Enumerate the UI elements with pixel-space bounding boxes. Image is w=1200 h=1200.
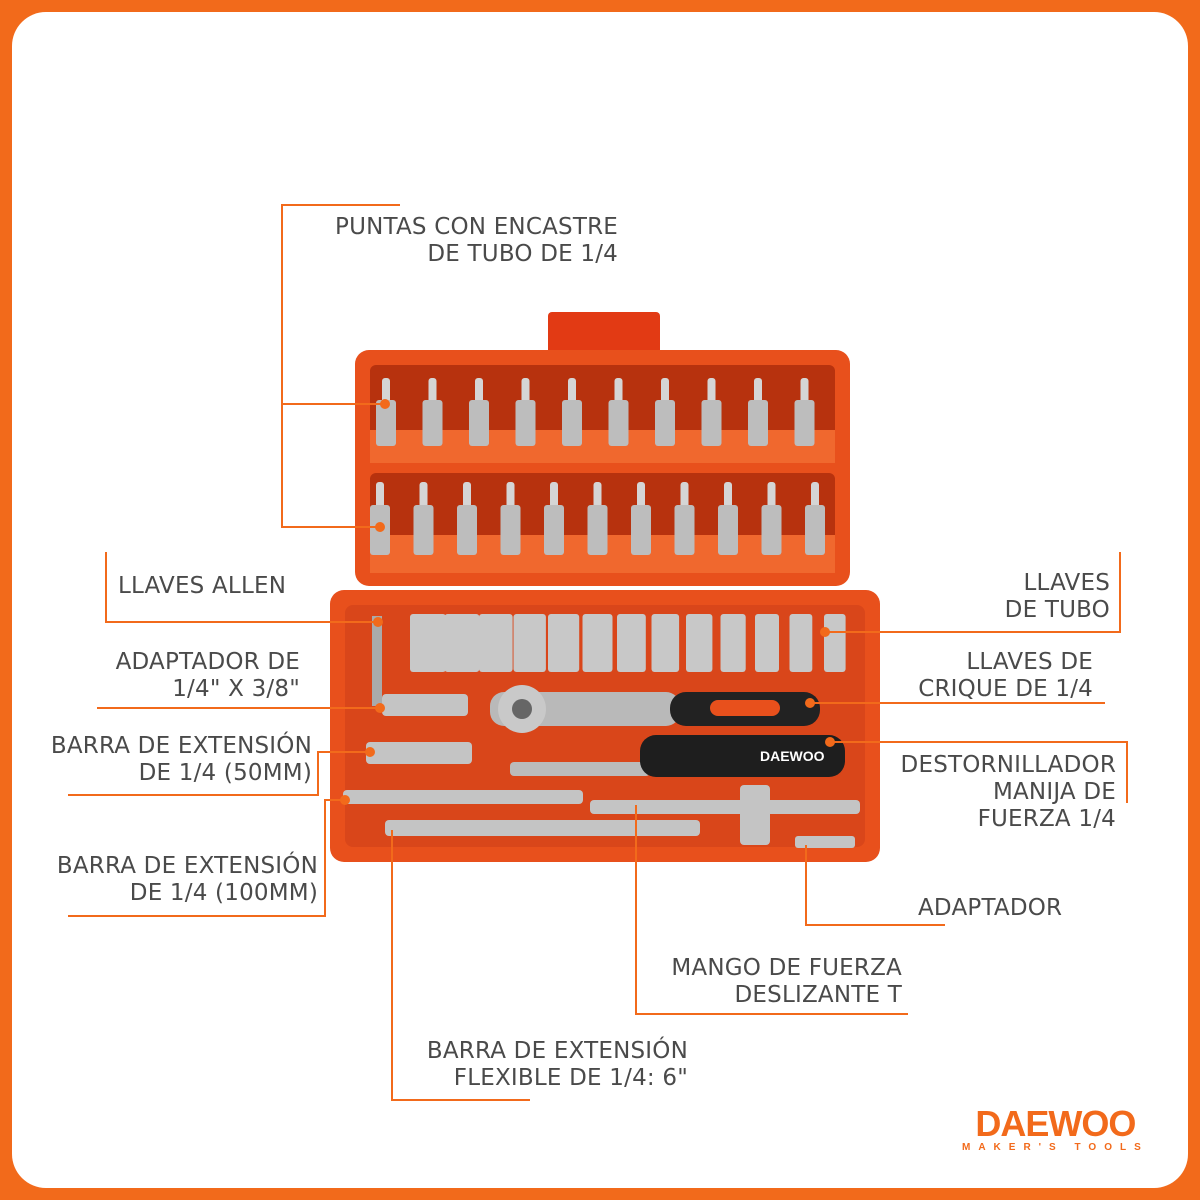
label-line: DE TUBO DE 1/4 [427, 241, 618, 267]
label-line: ADAPTADOR [918, 895, 1063, 921]
bit-socket [608, 400, 629, 446]
sockets-row [410, 614, 846, 672]
handle-brand-text: DAEWOO [760, 748, 825, 764]
bit-socket [701, 400, 722, 446]
socket [789, 614, 813, 672]
label-line: LLAVES DE [966, 649, 1093, 675]
bit-socket [805, 505, 825, 555]
bit-socket [544, 505, 564, 555]
socket [444, 614, 480, 672]
label-line: LLAVES [1023, 570, 1110, 596]
bit-tip [811, 482, 819, 512]
label-line: DE 1/4 (100MM) [129, 880, 318, 906]
label-line: MANGO DE FUERZA [671, 955, 902, 981]
bit-socket [457, 505, 477, 555]
label-line: PUNTAS CON ENCASTRE [335, 214, 618, 240]
bit-tip [593, 482, 602, 512]
label-line: MANIJA DE [992, 779, 1116, 805]
label-line: LLAVES ALLEN [118, 573, 287, 599]
bits-row-top [376, 378, 815, 446]
label-line: ADAPTADOR DE [115, 649, 300, 675]
label-llaves-allen: LLAVES ALLEN [118, 573, 286, 600]
bit-socket [562, 400, 582, 446]
bit-tip [637, 482, 645, 512]
label-line: BARRA DE EXTENSIÓN [50, 733, 312, 759]
label-line: FUERZA 1/4 [977, 806, 1116, 832]
bit-socket [413, 505, 434, 555]
bit-socket [748, 400, 768, 446]
bit-tip [767, 482, 776, 512]
bit-socket [469, 400, 489, 446]
daewoo-logo: DAEWOO MAKER'S TOOLS [962, 1103, 1149, 1154]
bit-socket [718, 505, 738, 555]
socket [651, 614, 680, 672]
screwdriver-handle: DAEWOO [510, 735, 845, 777]
socket [410, 614, 446, 672]
bit-socket [500, 505, 521, 555]
socket [479, 614, 513, 672]
extensions-and-tools [343, 616, 860, 848]
logo-tagline: MAKER'S TOOLS [962, 1142, 1149, 1153]
socket [548, 614, 580, 672]
socket [755, 614, 779, 672]
bit-socket [655, 400, 675, 446]
bit-socket [794, 400, 815, 446]
bit-tip [724, 482, 732, 512]
label-line: FLEXIBLE DE 1/4: 6" [453, 1065, 688, 1091]
bit-socket [631, 505, 651, 555]
label-adaptador: ADAPTADOR [918, 895, 1062, 922]
bit-tip [376, 482, 384, 512]
label-line: DE 1/4 (50MM) [138, 760, 312, 786]
bits-row-bottom [370, 482, 825, 555]
bit-tip [550, 482, 558, 512]
label-line: 1/4" X 3/8" [172, 676, 300, 702]
bit-socket [674, 505, 695, 555]
label-line: BARRA DE EXTENSIÓN [426, 1038, 688, 1064]
socket [582, 614, 613, 672]
bit-socket [376, 400, 396, 446]
label-line: BARRA DE EXTENSIÓN [56, 853, 318, 879]
label-line: CRIQUE DE 1/4 [918, 676, 1093, 702]
logo-brand: DAEWOO [975, 1103, 1136, 1144]
socket [686, 614, 713, 672]
label-line: DESTORNILLADOR [900, 752, 1116, 778]
bit-tip [680, 482, 689, 512]
leader-dots [340, 399, 835, 805]
leader-lines [68, 204, 1128, 1101]
bit-socket [761, 505, 782, 555]
socket [617, 614, 646, 672]
ratchet [490, 685, 820, 733]
socket [824, 614, 846, 672]
bit-socket [422, 400, 443, 446]
bit-socket [515, 400, 536, 446]
label-line: DE TUBO [1004, 597, 1110, 623]
bit-tip [463, 482, 471, 512]
socket [720, 614, 746, 672]
bit-tip [506, 482, 515, 512]
label-line: DESLIZANTE T [734, 982, 902, 1008]
bit-socket [587, 505, 608, 555]
socket [513, 614, 546, 672]
bit-tip [419, 482, 428, 512]
